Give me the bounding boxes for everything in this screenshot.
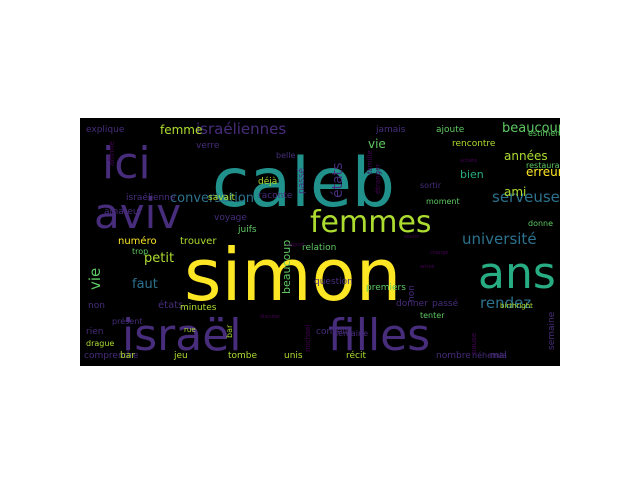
word-vie: vie	[86, 268, 104, 290]
word-israelien: birthright	[500, 302, 533, 310]
word-petit: petit	[144, 251, 174, 266]
word-caleb: caleb	[212, 144, 395, 223]
word-rue: donner	[396, 299, 428, 309]
word-question: sortir	[420, 181, 442, 190]
word-etats: états	[330, 163, 346, 198]
word-serveuse: serveuse	[492, 188, 560, 206]
word-voyage: numéro	[118, 235, 157, 247]
word-moment: restaurant	[526, 161, 560, 170]
word-michael: pause	[470, 333, 478, 354]
word-filles: filles	[328, 310, 430, 361]
word-semaine: rue	[184, 326, 196, 334]
word-numero: ami	[504, 185, 526, 199]
word-donne: rencontre	[452, 139, 496, 149]
word-pause: famille	[366, 150, 374, 174]
word-erreur: beaucoup	[502, 121, 560, 136]
word-faut: faut	[132, 277, 158, 292]
word-israeliennes: israéliennes	[196, 120, 286, 138]
word-rencherit: drague	[86, 339, 114, 348]
word-drague: comprendre	[84, 351, 139, 361]
word-rendez: rendez	[480, 294, 531, 312]
word-trop: israélienne	[126, 192, 176, 203]
word-beaucoup: beaucoup	[280, 240, 293, 294]
word-jamais: raconte	[258, 191, 293, 201]
word-present: non	[407, 285, 417, 302]
word-simon: simon	[184, 233, 401, 317]
word-rapport: discuter	[260, 314, 281, 320]
word-ici: ici	[102, 138, 151, 189]
word-explique: voyage	[214, 213, 247, 223]
word-nehemia: présent	[112, 316, 142, 326]
word-annees: vie	[368, 137, 386, 151]
word-rencontre: belle	[276, 151, 295, 160]
word-verre: juifs	[237, 225, 257, 235]
word-passe: relation	[302, 243, 336, 253]
word-femmes: femmes	[310, 205, 432, 240]
word-confie: tombe	[228, 351, 258, 361]
word-aviv: aviv	[94, 189, 181, 238]
word-conversation: conversation	[170, 191, 254, 206]
word-rien: tenter	[420, 311, 445, 320]
word-deja: amateur	[104, 207, 143, 217]
word-affirme: souris	[404, 234, 419, 240]
word-bar: rien	[86, 327, 103, 337]
word-ajoute: verre	[196, 141, 220, 151]
word-cloud: caleb simon ici aviv israël filles femme…	[80, 118, 560, 366]
word-conseils: semaine	[547, 311, 557, 350]
word-juifs: explique	[86, 125, 125, 135]
word-recit: néhemia	[472, 350, 507, 360]
word-tombe: semaine	[334, 329, 368, 338]
word-belle: déjà	[258, 176, 277, 187]
word-amateur: savait	[208, 193, 236, 203]
word-israel: israël	[122, 310, 242, 361]
word-minutes: premiers	[366, 283, 406, 293]
word-relation: donne	[528, 219, 553, 228]
word-premiers: passé	[296, 167, 307, 194]
word-americaine: unis	[284, 351, 303, 361]
word-nombre: minutes	[180, 303, 217, 313]
word-donner: moment	[426, 197, 460, 206]
word-restaurant: ajoute	[436, 125, 465, 135]
word-jeu: conseils	[316, 327, 352, 337]
word-ami: années	[504, 149, 548, 163]
word-savait: états	[158, 299, 183, 311]
word-tenter: question	[314, 277, 353, 287]
word-femme: femme	[160, 123, 202, 137]
word-estiment: jamais	[375, 125, 406, 135]
word-souris: achète	[460, 157, 477, 164]
word-change: rapport	[286, 242, 305, 248]
word-birthright: mal	[490, 351, 507, 361]
word-non: passé	[432, 298, 459, 309]
word-unis: nombre	[436, 351, 471, 361]
word-trouver: bien	[460, 168, 484, 181]
word-famille: étranger	[374, 164, 382, 194]
word-israelienne: trouver	[180, 236, 217, 247]
word-etranger: affirme	[108, 141, 116, 166]
word-bien: erreur	[526, 165, 560, 179]
word-ans: ans	[478, 248, 556, 299]
word-raconte: trop	[132, 247, 148, 256]
word-cloud-background	[80, 118, 560, 366]
word-americains: récit	[346, 350, 366, 361]
word-aliyah: jeu	[173, 351, 188, 361]
word-discuter: arrivé	[420, 263, 435, 270]
word-mal: non	[88, 301, 105, 311]
word-vivent: michael	[304, 324, 312, 352]
word-universite: université	[462, 230, 537, 248]
word-achete: change	[430, 250, 448, 256]
word-medecine: bar	[120, 351, 135, 361]
word-sortir: estiment	[528, 129, 560, 138]
word-comprendre: bar	[225, 324, 234, 338]
